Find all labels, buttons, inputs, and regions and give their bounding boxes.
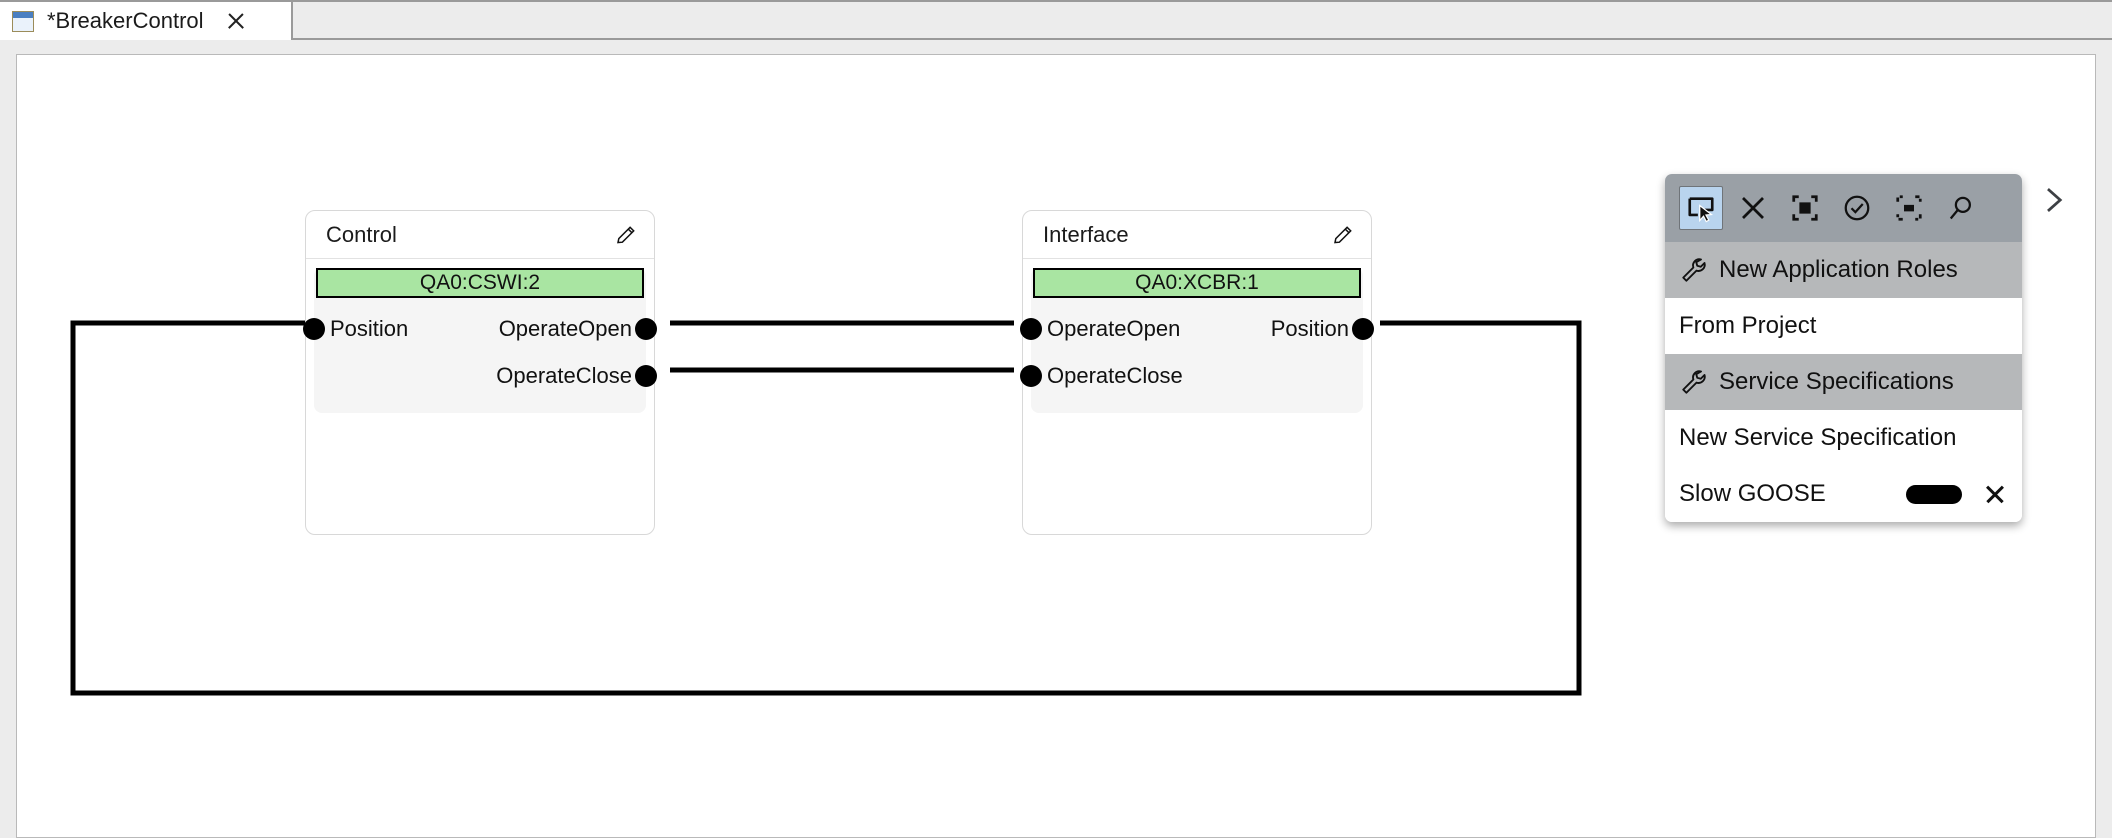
- fit-tool-button[interactable]: [1887, 186, 1931, 230]
- block-interface-header: Interface: [1023, 211, 1371, 259]
- port-label-position: Position: [1270, 315, 1349, 341]
- tool-button-row: [1665, 174, 2022, 242]
- validate-tool-button[interactable]: [1835, 186, 1879, 230]
- block-control[interactable]: Control QA0:CSWI:2 Position OperateOpen …: [303, 210, 657, 535]
- diagram-canvas[interactable]: Control QA0:CSWI:2 Position OperateOpen …: [16, 54, 2096, 838]
- maximize-frame-icon: [1792, 195, 1818, 221]
- port-dot-control-operate-close[interactable]: [635, 364, 657, 387]
- block-control-badge[interactable]: QA0:CSWI:2: [316, 268, 644, 298]
- tab-breakercontrol[interactable]: *BreakerControl: [0, 2, 293, 40]
- block-control-body: QA0:CSWI:2 Position OperateOpen OperateC…: [303, 268, 657, 413]
- menu-item-label: Service Specifications: [1719, 368, 1954, 395]
- block-control-title: Control: [326, 221, 397, 247]
- pencil-icon[interactable]: [1331, 223, 1355, 247]
- fit-to-frame-icon: [1896, 195, 1922, 221]
- menu-group-new-application-roles[interactable]: New Application Roles: [1665, 242, 2022, 298]
- menu-item-slow-goose[interactable]: Slow GOOSE: [1665, 466, 2022, 522]
- pointer-select-icon: [1688, 197, 1714, 223]
- line-style-swatch[interactable]: [1906, 484, 1962, 504]
- magnifier-icon: [1949, 196, 1971, 220]
- menu-item-label: Slow GOOSE: [1679, 480, 1826, 507]
- floating-tool-panel[interactable]: New Application Roles From Project Servi…: [1665, 174, 2022, 522]
- wrench-icon: [1682, 258, 1706, 282]
- tab-label: *BreakerControl: [47, 8, 204, 33]
- editor-area: Control QA0:CSWI:2 Position OperateOpen …: [0, 40, 2112, 838]
- pencil-icon[interactable]: [614, 223, 638, 247]
- port-row: OperateClose: [314, 352, 657, 399]
- close-icon[interactable]: [224, 9, 248, 33]
- close-icon[interactable]: [1982, 481, 2008, 507]
- menu-group-service-specifications[interactable]: Service Specifications: [1665, 354, 2022, 410]
- tab-bar: *BreakerControl: [0, 0, 2112, 40]
- port-row: OperateOpen Position: [1020, 305, 1374, 352]
- block-control-header: Control: [306, 211, 654, 259]
- block-interface-title: Interface: [1043, 221, 1129, 247]
- block-interface[interactable]: Interface QA0:XCBR:1 OperateOpen Positio…: [1020, 210, 1374, 535]
- chevron-right-icon[interactable]: [2039, 180, 2069, 220]
- select-tool-button[interactable]: [1679, 186, 1723, 230]
- wrench-icon: [1682, 370, 1706, 394]
- port-label-operate-open: OperateOpen: [1047, 315, 1181, 341]
- port-dot-control-position-in[interactable]: [303, 317, 325, 340]
- frame-tool-button[interactable]: [1783, 186, 1827, 230]
- connection-wires: [70, 320, 1582, 696]
- port-label-operate-open: OperateOpen: [498, 315, 632, 341]
- block-interface-body: QA0:XCBR:1 OperateOpen Position OperateC…: [1020, 268, 1374, 413]
- menu-item-label: New Service Specification: [1679, 424, 1957, 451]
- port-row: Position OperateOpen: [303, 305, 657, 352]
- menu-item-label: New Application Roles: [1719, 256, 1958, 283]
- block-interface-badge[interactable]: QA0:XCBR:1: [1033, 268, 1361, 298]
- tab-strip-background: [0, 2, 2112, 40]
- port-label-operate-close: OperateClose: [1047, 362, 1183, 388]
- port-row: OperateClose: [1020, 352, 1363, 399]
- port-label-operate-close: OperateClose: [496, 362, 632, 388]
- check-circle-icon: [1844, 195, 1870, 221]
- editor-window-icon: [12, 10, 34, 32]
- menu-item-from-project[interactable]: From Project: [1665, 298, 2022, 354]
- menu-item-new-service-specification[interactable]: New Service Specification: [1665, 410, 2022, 466]
- wire-position-feedback: [70, 320, 1582, 696]
- close-x-icon: [1742, 197, 1764, 219]
- delete-tool-button[interactable]: [1731, 186, 1775, 230]
- menu-item-label: From Project: [1679, 312, 1817, 339]
- port-label-position: Position: [330, 315, 409, 341]
- port-dot-interface-position-out[interactable]: [1352, 317, 1374, 340]
- port-dot-interface-operate-close[interactable]: [1020, 364, 1042, 387]
- port-dot-control-operate-open[interactable]: [635, 317, 657, 340]
- zoom-tool-button[interactable]: [1939, 186, 1983, 230]
- port-dot-interface-operate-open[interactable]: [1020, 317, 1042, 340]
